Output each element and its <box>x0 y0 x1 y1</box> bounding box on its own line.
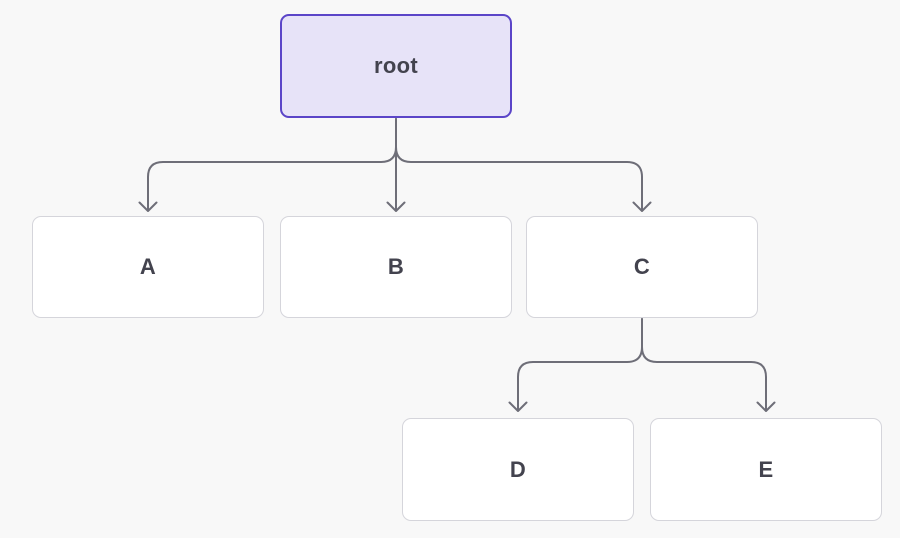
node-d[interactable]: D <box>402 418 634 521</box>
node-c-label: C <box>633 254 651 279</box>
node-e[interactable]: E <box>650 418 882 521</box>
node-b[interactable]: B <box>280 216 512 318</box>
node-a-label: A <box>139 254 157 279</box>
edge-root-a <box>138 118 397 212</box>
node-c[interactable]: C <box>526 216 758 318</box>
node-d-label: D <box>509 456 527 482</box>
node-root[interactable]: root <box>280 14 512 118</box>
node-root-label: root <box>374 53 418 78</box>
edge-c-d <box>508 318 643 412</box>
edge-c-e <box>641 318 776 412</box>
node-a[interactable]: A <box>32 216 264 318</box>
node-e-label: E <box>758 456 774 482</box>
edge-root-c <box>395 118 652 212</box>
node-b-label: B <box>387 254 405 279</box>
